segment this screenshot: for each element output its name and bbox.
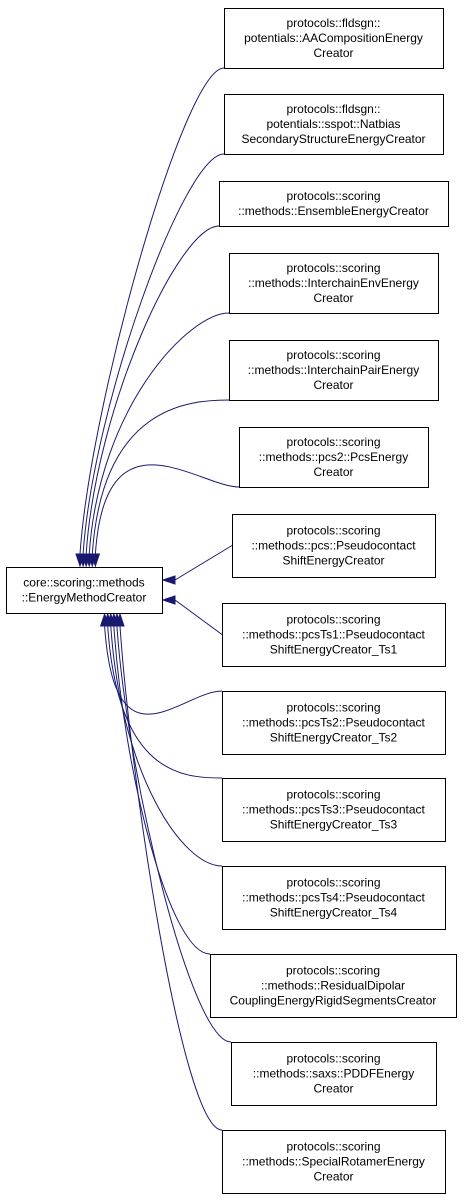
class-box-frame [222,603,446,667]
class-name-line: CouplingEnergyRigidSegmentsCreator [230,994,437,1008]
class-name-line: protocols::fldsgn:: [286,16,380,30]
derived-class-node[interactable]: protocols::scoring::methods::pcsTs2::Pse… [222,691,446,755]
class-name-line: Creator [313,46,353,60]
class-name-line: protocols::scoring [286,701,380,715]
class-name-line: ::methods::ResidualDipolar [261,979,405,993]
class-box-frame [219,181,449,227]
inheritance-edge [104,625,223,715]
class-name-line: ShiftEnergyCreator_Ts3 [270,818,398,832]
class-name-line: ::methods::pcsTs3::Pseudocontact [242,803,425,817]
inheritance-edge [91,399,230,555]
inheritance-edge [110,625,223,867]
class-name-line: potentials::AACompositionEnergy [244,31,423,45]
derived-class-node[interactable]: protocols::scoring::methods::SpecialRota… [222,1130,446,1194]
derived-class-node[interactable]: protocols::scoring::methods::InterchainE… [229,253,439,314]
inheritance-edges [75,67,240,1131]
class-box-frame [222,778,446,842]
inheritance-edge [82,153,225,555]
class-name-line: ::methods::pcsTs1::Pseudocontact [242,628,425,642]
class-name-line: ::methods::EnsembleEnergyCreator [238,204,429,218]
class-name-line: core::scoring::methods [23,576,144,590]
class-name-line: ShiftEnergyCreator_Ts1 [270,643,398,657]
class-name-line: ::methods::InterchainPairEnergy [248,363,419,377]
inheritance-edge [88,312,230,555]
class-name-line: protocols::scoring [286,788,380,802]
class-box-frame [231,1042,437,1106]
arrowhead-icon [161,595,176,605]
class-box-frame [232,514,436,578]
inheritance-edge [119,625,223,1131]
class-name-line: protocols::scoring [286,189,380,203]
class-name-line: protocols::scoring [286,524,380,538]
derived-class-node[interactable]: protocols::scoring::methods::pcsTs1::Pse… [222,603,446,667]
derived-class-node[interactable]: protocols::scoring::methods::pcsTs3::Pse… [222,778,446,842]
derived-class-node[interactable]: protocols::scoring::methods::pcs::Pseudo… [232,514,436,578]
class-name-line: protocols::scoring [286,261,380,275]
class-name-line: Creator [313,378,353,392]
derived-class-node[interactable]: protocols::scoring::methods::EnsembleEne… [219,181,449,227]
class-name-line: protocols::scoring [286,1140,380,1154]
class-box-frame [239,427,429,488]
inheritance-edge [174,545,233,581]
class-name-line: potentials::sspot::Natbias [266,117,400,131]
class-name-line: Creator [313,291,353,305]
arrowhead-icon [90,553,101,568]
class-name-line: protocols::scoring [286,348,380,362]
class-name-line: protocols::scoring [286,613,380,627]
derived-class-node[interactable]: protocols::scoring::methods::InterchainP… [229,340,439,401]
inheritance-edge [107,625,223,779]
class-name-line: ::methods::SpecialRotamerEnergy [242,1155,425,1169]
class-name-line: Creator [313,1082,353,1096]
class-name-line: protocols::scoring [286,876,380,890]
derived-class-node[interactable]: protocols::fldsgn::potentials::AAComposi… [224,8,444,69]
class-name-line: protocols::scoring [286,1052,380,1066]
derived-class-node[interactable]: protocols::scoring::methods::saxs::PDDFE… [231,1042,437,1106]
inheritance-edge [85,225,220,555]
class-name-line: Creator [313,465,353,479]
class-name-line: ShiftEnergyCreator_Ts2 [270,731,398,745]
class-name-line: protocols::scoring [286,435,380,449]
inheritance-edge [79,67,225,555]
inheritance-edge [94,464,240,555]
derived-class-node[interactable]: protocols::fldsgn::potentials::sspot::Na… [224,94,444,155]
class-box-frame [224,94,444,155]
inheritance-edge [116,625,232,1043]
class-box-frame [229,340,439,401]
class-name-line: ::methods::pcs2::PcsEnergy [259,450,408,464]
inheritance-edge [113,625,211,955]
class-name-line: ::methods::pcs::Pseudocontact [251,539,416,553]
class-box-frame [222,1130,446,1194]
class-box-frame [222,691,446,755]
class-name-line: protocols::fldsgn:: [286,102,380,116]
derived-class-node[interactable]: protocols::scoring::methods::ResidualDip… [210,954,457,1018]
class-name-line: ::methods::pcsTs4::Pseudocontact [242,891,425,905]
class-box-frame [6,567,163,614]
base-class-node[interactable]: core::scoring::methods::EnergyMethodCrea… [6,567,163,614]
class-nodes: core::scoring::methods::EnergyMethodCrea… [6,8,457,1194]
class-name-line: ::EnergyMethodCreator [22,591,147,605]
inheritance-edge [174,599,223,635]
class-name-line: ::methods::InterchainEnvEnergy [248,276,419,290]
class-name-line: ::methods::pcsTs2::Pseudocontact [242,716,425,730]
class-name-line: ShiftEnergyCreator [282,554,384,568]
class-name-line: Creator [313,1170,353,1184]
class-name-line: ShiftEnergyCreator_Ts4 [270,906,398,920]
derived-class-node[interactable]: protocols::scoring::methods::pcs2::PcsEn… [239,427,429,488]
arrowhead-icon [161,575,176,585]
arrowhead-icon [115,612,125,627]
class-name-line: ::methods::saxs::PDDFEnergy [253,1067,414,1081]
derived-class-node[interactable]: protocols::scoring::methods::pcsTs4::Pse… [222,866,446,930]
class-box-frame [222,866,446,930]
class-name-line: protocols::scoring [286,964,380,978]
class-box-frame [210,954,457,1018]
class-name-line: SecondaryStructureEnergyCreator [241,132,425,146]
class-box-frame [224,8,444,69]
class-box-frame [229,253,439,314]
